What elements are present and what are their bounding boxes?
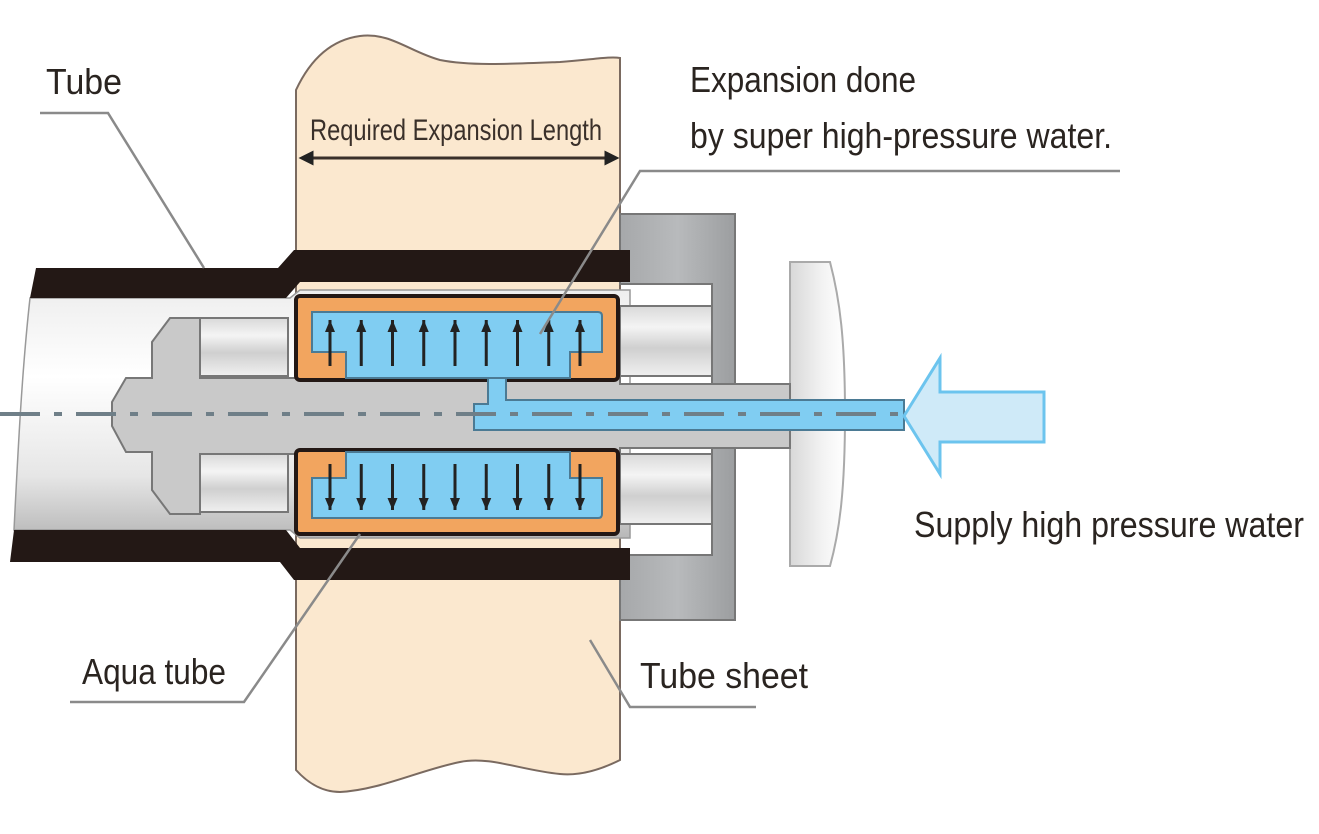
tube-wall-top (30, 250, 630, 298)
pressure-arrow-up-head (356, 320, 367, 332)
leader-tube (40, 111, 206, 269)
leader-expansion (538, 169, 1120, 335)
pressure-arrow-down-head (325, 498, 335, 510)
pressure-arrow-up-head (325, 320, 335, 332)
pressure-arrow-down-head (543, 498, 554, 510)
pressure-arrow-up-head (575, 320, 585, 332)
pressure-arrow-up-head (450, 320, 460, 332)
pressure-arrow-up-head (543, 320, 554, 332)
pressure-arrow-up-head (512, 320, 523, 332)
pressure-arrow-up-head (387, 320, 398, 332)
supply-water-arrow-icon (902, 352, 1046, 480)
pressure-arrow-down-head (481, 498, 492, 510)
sleeve-left-top (197, 317, 289, 377)
pressure-arrow-up-head (481, 320, 492, 332)
pressure-arrow-down-head (387, 498, 398, 510)
tube-wall-bottom (10, 530, 630, 580)
tube-label: Tube (46, 61, 122, 102)
expansion-line1-label: Expansion done (690, 59, 916, 100)
supply-label: Supply high pressure water (914, 504, 1304, 545)
aqua-tube-label: Aqua tube (82, 651, 226, 692)
expansion-line2-label: by super high-pressure water. (690, 115, 1112, 156)
pressure-arrow-down-head (356, 498, 367, 510)
water-feed-channel (473, 377, 905, 431)
pressure-arrow-down-head (418, 498, 429, 510)
pressure-arrow-down-head (450, 498, 460, 510)
leader-aqua-tube (70, 533, 362, 704)
pressure-arrow-down-head (512, 498, 523, 510)
sleeve-right-top (619, 305, 713, 377)
sleeve-left-bottom (197, 453, 289, 513)
mandrel (111, 317, 791, 515)
required-expansion-length-label: Required Expansion Length (310, 114, 602, 147)
water-chamber-bottom (311, 451, 603, 519)
water-chamber-top (311, 311, 603, 379)
pressure-arrows-down (325, 464, 585, 510)
pressure-arrow-up-head (418, 320, 429, 332)
sleeve-right-bottom (619, 453, 713, 525)
leader-tube-sheet (588, 639, 756, 709)
tube-sheet-label: Tube sheet (640, 655, 808, 696)
pressure-arrow-down-head (575, 498, 585, 510)
pressure-arrows-up (325, 320, 585, 366)
